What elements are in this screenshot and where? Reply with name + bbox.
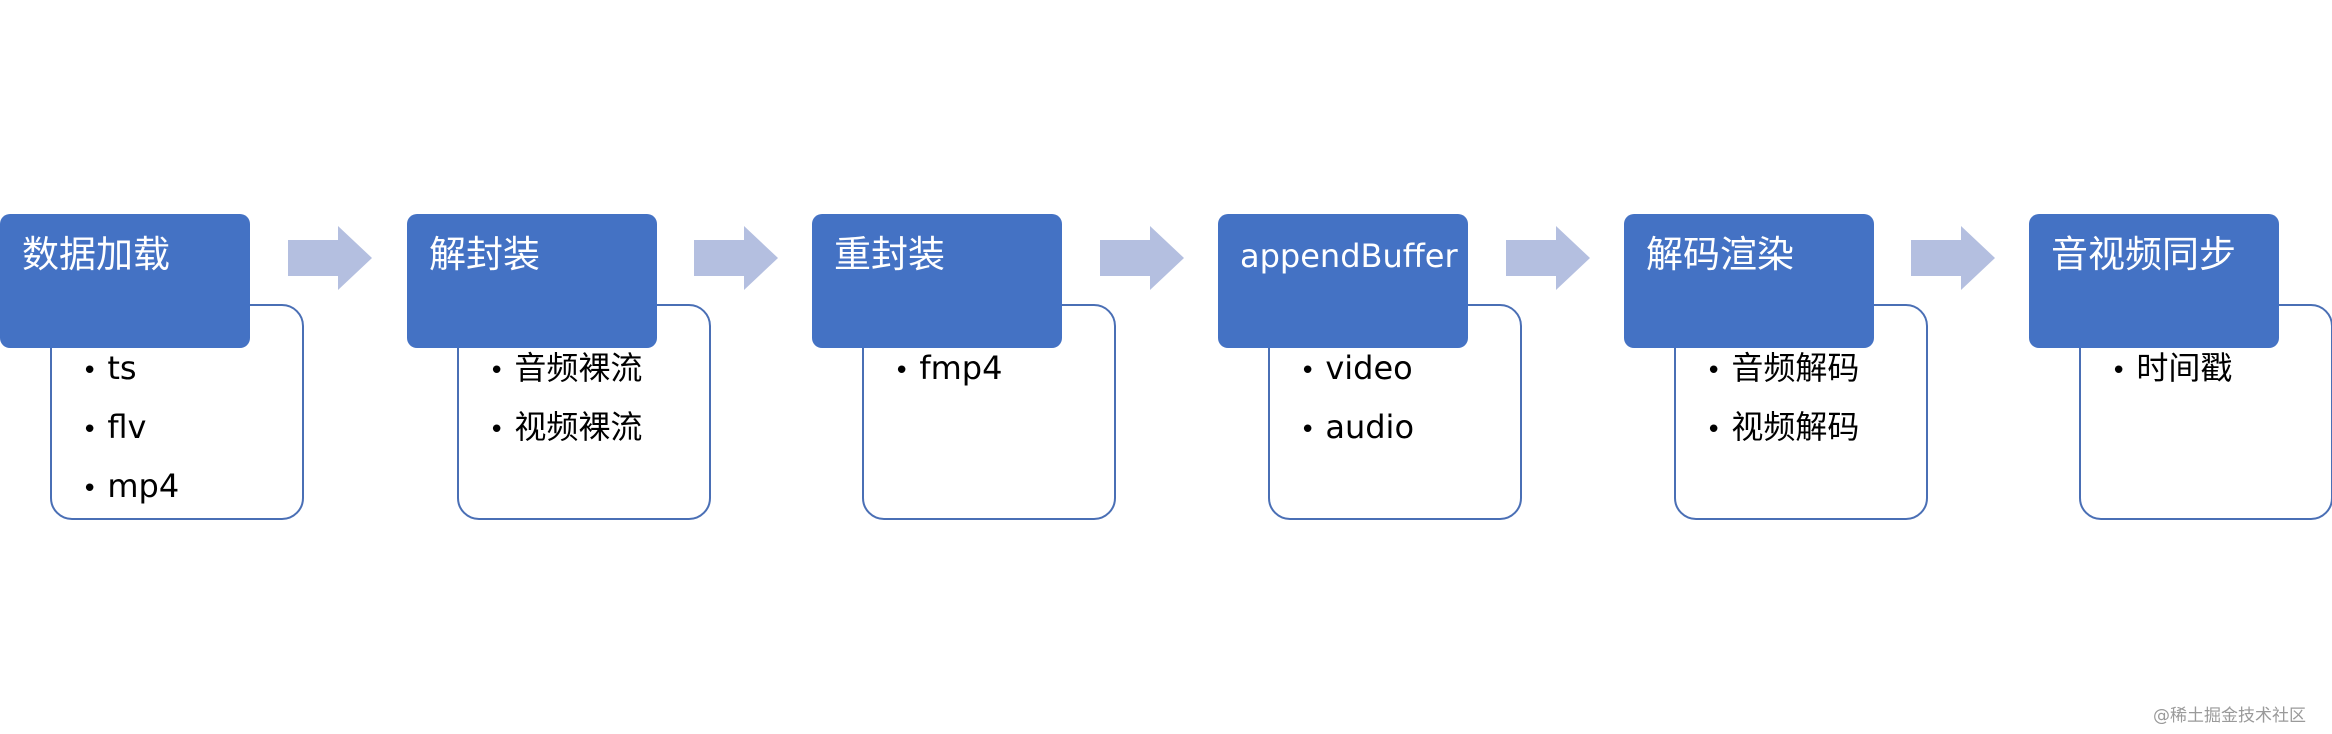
detail-item: 时间戳 bbox=[2111, 340, 2331, 399]
step-title: 数据加载 bbox=[0, 214, 250, 348]
detail-item: mp4 bbox=[82, 458, 302, 517]
flow-arrow-icon bbox=[288, 226, 372, 290]
step-detail-card: 音频解码 视频解码 bbox=[1674, 304, 1928, 520]
step-append-buffer: video audio appendBuffer bbox=[1218, 214, 1528, 524]
step-title: 解码渲染 bbox=[1624, 214, 1874, 348]
flow-arrow-icon bbox=[694, 226, 778, 290]
detail-item: 音频解码 bbox=[1706, 340, 1926, 399]
flow-arrow-icon bbox=[1911, 226, 1995, 290]
detail-item: audio bbox=[1300, 399, 1520, 458]
flow-arrow-icon bbox=[1506, 226, 1590, 290]
step-demux: 音频裸流 视频裸流 解封装 bbox=[407, 214, 717, 524]
step-av-sync: 时间戳 音视频同步 bbox=[2029, 214, 2332, 524]
detail-item: 视频裸流 bbox=[489, 399, 709, 458]
step-title: 音视频同步 bbox=[2029, 214, 2279, 348]
step-title: 重封装 bbox=[812, 214, 1062, 348]
flow-arrow-icon bbox=[1100, 226, 1184, 290]
detail-item: 视频解码 bbox=[1706, 399, 1926, 458]
step-title: 解封装 bbox=[407, 214, 657, 348]
step-title: appendBuffer bbox=[1218, 214, 1468, 348]
watermark: @稀土掘金技术社区 bbox=[2153, 706, 2306, 726]
detail-item: 音频裸流 bbox=[489, 340, 709, 399]
step-decode-render: 音频解码 视频解码 解码渲染 bbox=[1624, 214, 1934, 524]
detail-item: video bbox=[1300, 340, 1520, 399]
detail-item: fmp4 bbox=[894, 340, 1114, 399]
step-remux: fmp4 重封装 bbox=[812, 214, 1122, 524]
detail-item: flv bbox=[82, 399, 302, 458]
detail-item: ts bbox=[82, 340, 302, 399]
step-data-loading: ts flv mp4 数据加载 bbox=[0, 214, 310, 524]
